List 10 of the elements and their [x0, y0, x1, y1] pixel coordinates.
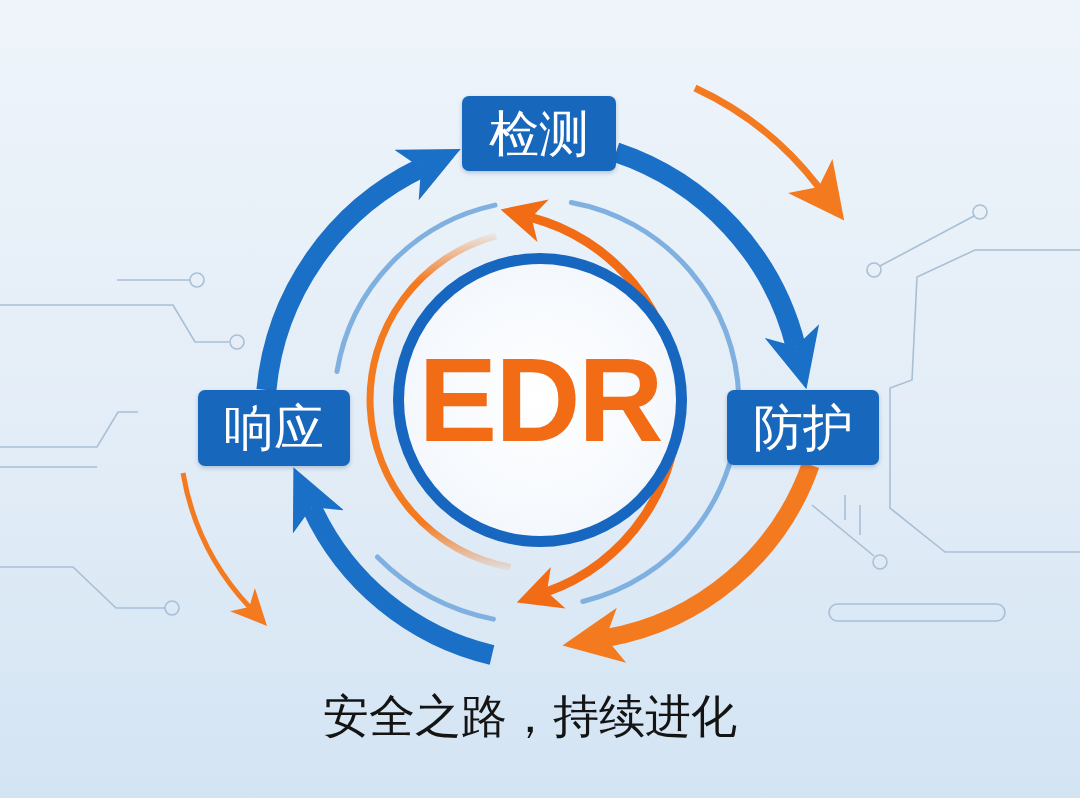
stage-label: 防护	[753, 402, 853, 453]
stage-box	[198, 390, 350, 466]
stage-box	[462, 96, 616, 171]
stage-label: 响应	[224, 403, 324, 453]
cycle-arrow	[291, 468, 495, 665]
stage-label: 检测	[489, 108, 589, 159]
cycle-arrow	[256, 146, 460, 392]
stage-box	[727, 390, 879, 465]
caption: 安全之路，持续进化	[323, 689, 737, 744]
center-label: EDR	[418, 341, 662, 459]
